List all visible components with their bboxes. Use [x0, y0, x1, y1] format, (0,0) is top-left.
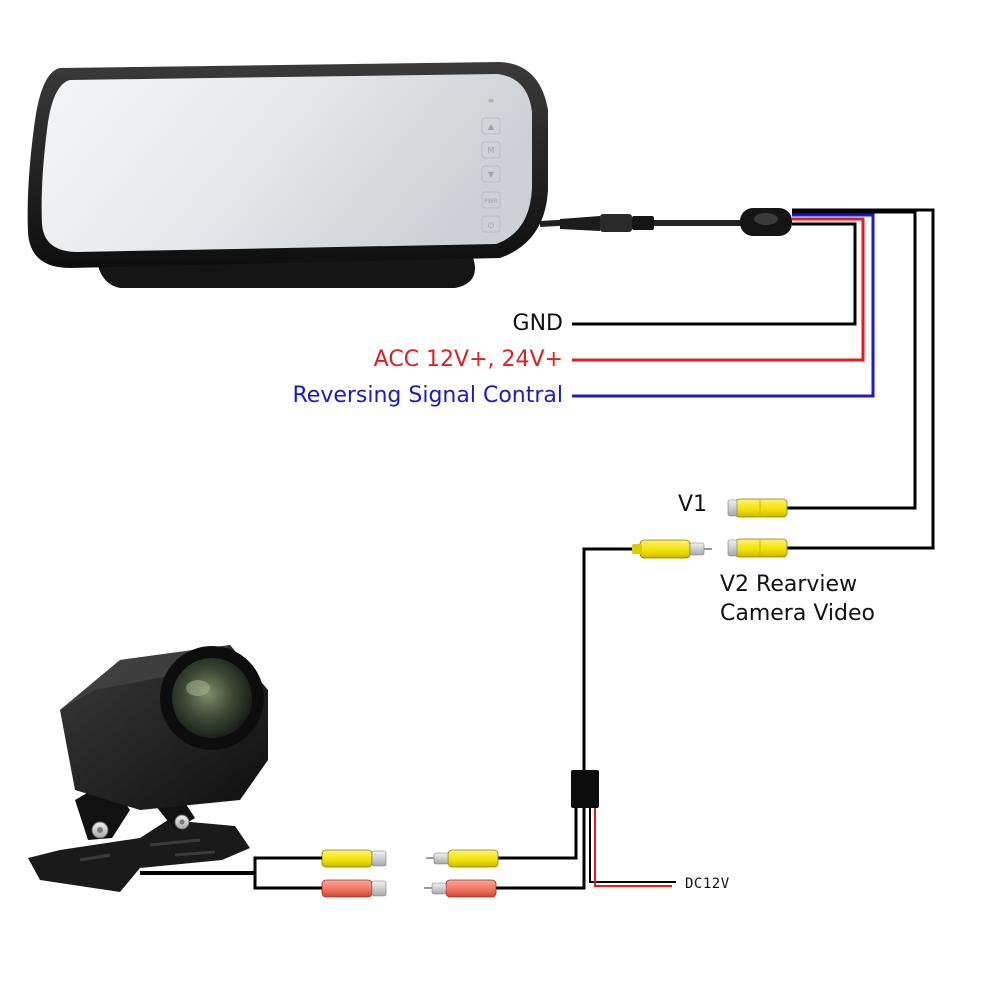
svg-text:PWR: PWR: [484, 198, 498, 205]
camera-cable: [140, 856, 322, 890]
acc-label: ACC 12V+, 24V+: [373, 347, 563, 372]
mirror-connector-tip: [632, 216, 654, 230]
dc-red-wire: [594, 808, 672, 887]
camera-video-male-rca[interactable]: [632, 539, 712, 559]
camera-extension-cable: [495, 547, 672, 890]
camera-lens: [172, 658, 252, 738]
v2-rca-connector[interactable]: [727, 538, 788, 558]
mirror-glass: [41, 74, 532, 252]
settings-icon[interactable]: ≡: [488, 96, 495, 105]
gnd-label: GND: [512, 311, 563, 336]
up-arrow-icon[interactable]: ▲: [481, 117, 501, 135]
pwr-label-icon[interactable]: PWR: [481, 191, 501, 209]
gnd-wire: [572, 222, 857, 326]
v1-rca-connector[interactable]: [727, 498, 788, 518]
camera-bracket: [28, 820, 250, 892]
extension-power-male-plug[interactable]: [424, 879, 497, 898]
svg-text:⏻: ⏻: [488, 221, 495, 230]
acc-wire: [572, 217, 865, 362]
dc12v-label: DC12V: [685, 876, 730, 892]
extension-video-male-rca[interactable]: [426, 849, 499, 868]
junction-highlight: [754, 213, 778, 225]
v2-label-line2: Camera Video: [720, 601, 875, 626]
video-wires: [787, 208, 935, 550]
mirror-button-column: ≡ ▲ M ▼ PWR: [481, 96, 501, 233]
mirror-connector: [600, 214, 632, 232]
svg-text:≡: ≡: [488, 96, 495, 105]
svg-text:M: M: [488, 146, 495, 155]
v1-wire: [787, 210, 917, 510]
mirror-strain-relief: [560, 216, 600, 231]
dc-black-wire: [589, 808, 672, 883]
extension-power-lead: [495, 808, 586, 890]
rearview-mirror-monitor: ≡ ▲ M ▼ PWR: [27, 62, 792, 288]
rearview-camera-icon: [28, 645, 268, 892]
down-arrow-icon[interactable]: ▼: [481, 165, 501, 183]
extension-video-lead: [495, 808, 578, 860]
reversing-signal-label: Reversing Signal Contral: [292, 383, 563, 408]
v1-label: V1: [678, 492, 708, 517]
camera-power-female-plug[interactable]: [321, 879, 387, 898]
menu-m-icon[interactable]: M: [481, 141, 501, 159]
v2-label-line1: V2 Rearview: [720, 572, 858, 597]
svg-text:▼: ▼: [488, 170, 495, 179]
power-wires: [572, 213, 875, 398]
reverse-wire: [572, 213, 875, 398]
v2-wire: [787, 208, 935, 550]
power-icon[interactable]: ⏻: [481, 215, 501, 233]
svg-text:▲: ▲: [488, 122, 495, 131]
splitter-block: [571, 770, 599, 808]
bracket-slots: [79, 838, 216, 862]
camera-video-female-rca[interactable]: [321, 849, 387, 868]
